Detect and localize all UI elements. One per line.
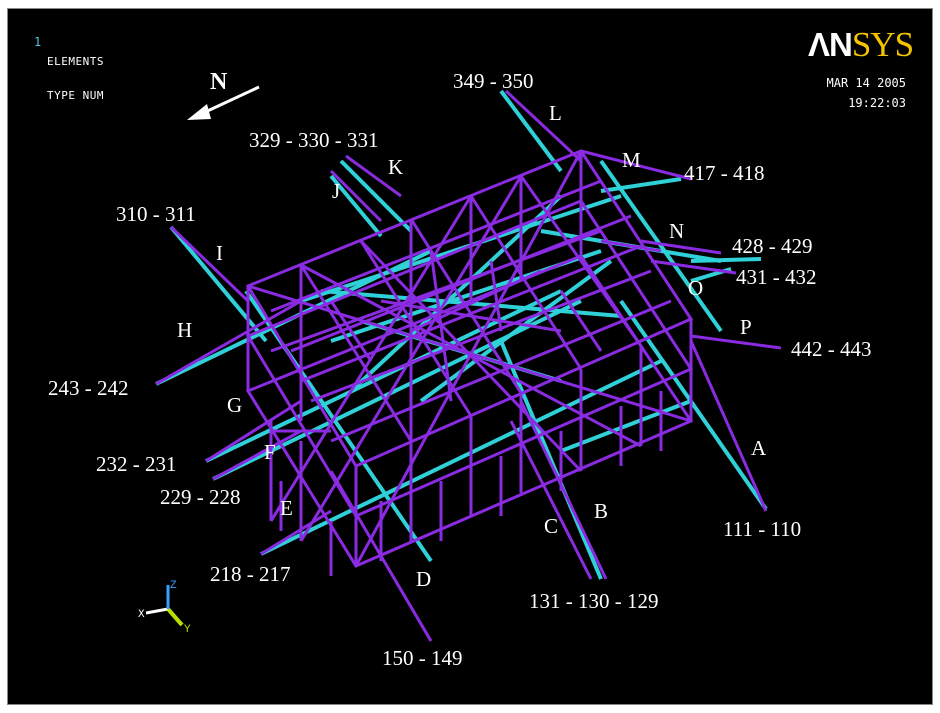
leg-letter-D: D (416, 567, 432, 591)
node-label-I: 310 - 311 (116, 202, 196, 226)
node-label-H: 243 - 242 (48, 376, 129, 400)
node-label-D: 150 - 149 (382, 646, 463, 670)
triad-x-label: X (138, 609, 145, 621)
leg-letter-M: M (622, 148, 641, 172)
logo-prefix: ΛN (808, 26, 853, 63)
triad-y-label: Y (184, 624, 191, 635)
plot-title-elements: ELEMENTS (47, 55, 104, 68)
plot-time: 19:22:03 (848, 96, 906, 110)
leg-letter-L: L (549, 101, 562, 125)
leg-letter-G: G (227, 393, 243, 417)
structure-model (155, 85, 782, 642)
node-label-E: 218 - 217 (210, 562, 291, 586)
leg-letter-A: A (751, 436, 767, 460)
leg-letter-J: J (332, 179, 341, 203)
node-label-M: 417 - 418 (684, 161, 765, 185)
triad-z-label: Z (170, 580, 177, 592)
node-label-N: 428 - 429 (732, 234, 813, 258)
axis-triad-icon: X Y Z (138, 580, 191, 635)
leg-letter-N: N (669, 219, 685, 243)
leg-letter-E: E (280, 496, 293, 520)
north-label: N (210, 69, 228, 95)
leg-letter-C: C (544, 514, 559, 538)
node-label-G: 232 - 231 (96, 452, 177, 476)
purple-frame (155, 89, 782, 642)
graphics-viewport[interactable]: 1 ELEMENTS TYPE NUM ΛNSYS MAR 14 2005 19… (7, 8, 933, 705)
leg-letter-I: I (216, 241, 223, 265)
node-label-L: 349 - 350 (453, 69, 534, 93)
logo-suffix: SYS (851, 25, 914, 64)
node-label-O: 431 - 432 (736, 265, 817, 289)
window-number: 1 (34, 35, 42, 49)
plot-subtitle-type-num: TYPE NUM (47, 89, 104, 102)
node-label-F: 229 - 228 (160, 485, 241, 509)
leg-letter-P: P (740, 315, 752, 339)
leg-letter-H: H (177, 318, 193, 342)
leg-letter-O: O (688, 276, 704, 300)
node-label-A: 111 - 110 (723, 517, 802, 541)
node-label-P: 442 - 443 (791, 337, 872, 361)
leg-letter-B: B (594, 499, 609, 523)
node-label-K: 329 - 330 - 331 (249, 128, 379, 152)
plot-date: MAR 14 2005 (826, 76, 906, 90)
leg-letter-K: K (388, 155, 404, 179)
ansys-logo: ΛNSYS (808, 25, 932, 65)
leg-letter-F: F (264, 440, 276, 464)
north-arrow-icon (187, 85, 260, 120)
node-label-B: 131 - 130 - 129 (529, 589, 659, 613)
